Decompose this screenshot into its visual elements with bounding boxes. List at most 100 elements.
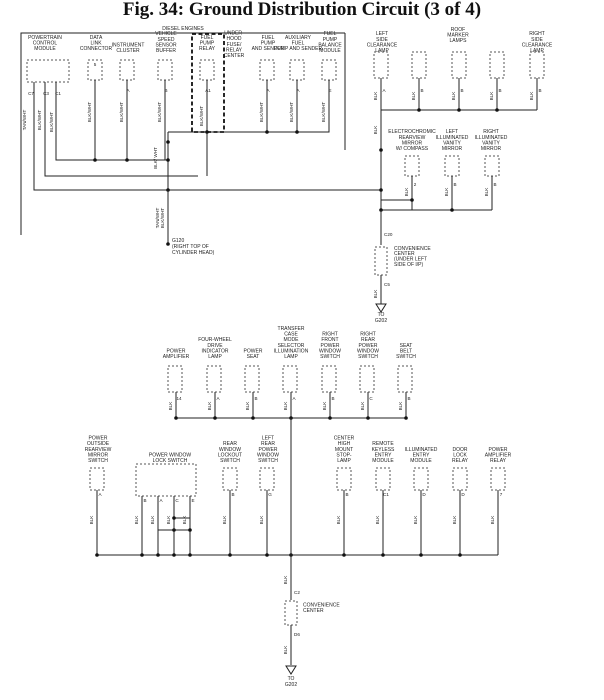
wire-label: BLK [411,91,416,101]
component-label: POWER WINDOW [149,452,191,458]
pin-label: C [369,396,373,401]
wire-label: BLK [245,401,250,411]
component-label: MODE [284,337,300,343]
component-label: SWITCH [258,458,278,464]
component-label: VANITY [443,140,461,146]
component-label: FRONT [321,337,338,343]
splice-dot [166,158,170,162]
wire [55,82,168,161]
ground-label: G120 [172,238,184,244]
wire [20,32,345,235]
component-label: BUFFER [156,48,176,54]
pin-label: D [422,492,426,497]
splice-dot [495,108,499,112]
component-label: CENTER [334,436,355,442]
wire-label: BLK/WHT [160,208,165,229]
component-label: AMPLIFIER [485,452,512,458]
component-label: LAMP [337,458,351,464]
component-label: INSTRUMENT [112,42,145,48]
component-label: RELAY [226,47,243,53]
component-label: KEYLESS [372,447,395,453]
component-label: DATA [90,35,103,41]
splice-dot [265,553,269,557]
component-label: DOOR [453,447,468,453]
wire-label: BLK [283,401,288,411]
component-label: MODULE [34,46,56,52]
pin-label: B [493,182,496,187]
connector-label: CONVENIENCE [303,602,340,608]
component-label: MARKER [447,32,469,38]
component-label: FUSE/ [227,42,242,48]
component-label: SEAT [247,354,260,360]
component-label: CONTROL [33,40,58,46]
connector-label: (UNDER LEFT [394,257,427,263]
splice-dot [342,553,346,557]
pin-label: B [143,498,146,503]
splice-dot [251,416,255,420]
component-label: SELECTOR [278,343,305,349]
pin-label: B [254,396,257,401]
component-label: POWER [359,343,378,349]
component-box [529,51,545,79]
component-label: LAMPS [450,38,468,44]
pin-label: D6 [294,632,300,637]
wire-label: BLK [336,515,341,525]
component-box [199,59,215,81]
component-label: REMOTE [372,441,394,447]
component-label: SIDE [531,37,543,43]
component-box [167,365,183,393]
splice-dot [379,188,383,192]
component-label: AMPLIFIER [163,354,190,360]
pin-label: C3 [43,91,49,96]
pin-label: A [98,492,102,497]
component-label: FUEL [324,31,337,37]
component-label: LOCK SWITCH [153,458,188,464]
splice-dot [213,416,217,420]
component-label: BALANCE [318,42,342,48]
pin-label: A1 [205,88,211,93]
component-label: RIGHT [529,31,545,37]
wire-label: BLK [207,401,212,411]
component-box [373,51,389,79]
wire-label: TAN/WHT [22,110,27,131]
wire-label: BLK [444,187,449,197]
splice-dot [188,553,192,557]
diesel-label: DIESEL ENGINES [162,26,204,32]
ground-label: TO [378,312,385,318]
splice-dot [188,528,192,532]
pin-label: E [191,498,194,503]
component-label: BELT [400,348,412,354]
component-box [359,365,375,393]
wire-label: BLK/WHT [49,112,54,133]
component-label: CLUSTER [116,48,140,54]
wire-label: BLK/WHT [321,102,326,123]
component-box [484,155,500,177]
page-title: Fig. 34: Ground Distribution Circuit (3 … [122,0,482,20]
component-label: UNDER- [224,31,244,37]
wire-label: BLK [404,187,409,197]
wire-label: BLK [375,515,380,525]
wire-label: BLK [89,515,94,525]
wire-label: BLK/WHT [119,102,124,123]
component-box [374,246,388,276]
component-label: LINK [90,40,102,46]
component-label: ILLUMINATED [436,135,469,141]
wire-label: BLK [283,575,288,585]
splice-dot [95,553,99,557]
wire-label: BLK/ WHT [153,147,158,169]
pin-label: B [331,396,334,401]
component-label: HOOD [227,36,242,42]
component-box [284,600,298,626]
pin-label: 14 [176,396,182,401]
component-box [375,467,391,491]
component-label: ILLUMINATION [274,348,309,354]
splice-dot [295,130,299,134]
component-label: LEFT [376,31,388,37]
wire-label: BLK [452,515,457,525]
splice-dot [366,416,370,420]
component-label: CENTER [224,53,245,59]
pin-label: D [461,492,465,497]
component-label: MODULE [372,458,394,464]
ground-label: G202 [285,682,297,688]
pin-label: C5 [384,282,390,287]
